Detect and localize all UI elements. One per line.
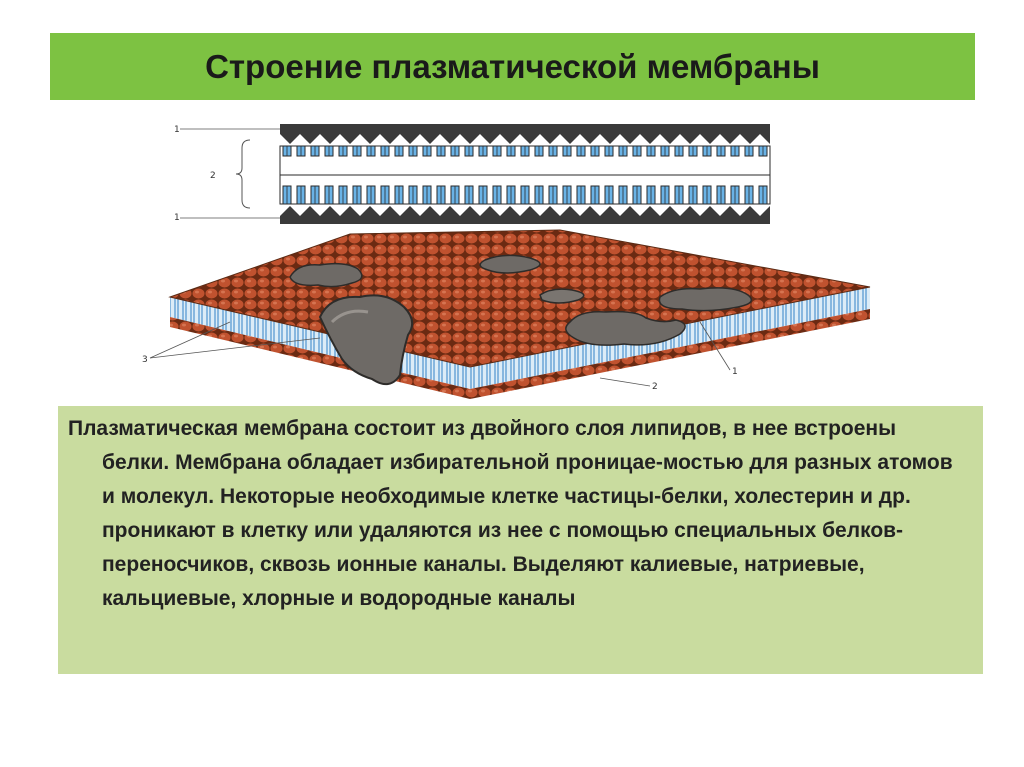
label-bottom-2: 2: [652, 382, 658, 392]
protein-5: [565, 310, 686, 346]
bilayer-schematic: 1 2 1: [174, 124, 771, 224]
label-top-2: 2: [210, 171, 216, 181]
membrane-diagram: 1 2 1 3: [142, 124, 871, 399]
title-bar: Строение плазматической мембраны: [50, 33, 975, 100]
description-box: Плазматическая мембрана состоит из двойн…: [58, 406, 983, 674]
label-bottom-3: 3: [142, 355, 148, 365]
description-text: Плазматическая мембрана состоит из двойн…: [68, 417, 953, 610]
label-bottom-1: 1: [732, 367, 738, 377]
membrane-3d: 3 2 1: [142, 229, 871, 399]
membrane-figure: 1 2 1 3: [140, 112, 910, 402]
protein-4: [658, 287, 753, 312]
label-top-1b: 1: [174, 213, 180, 223]
slide-title: Строение плазматической мембраны: [205, 47, 820, 85]
channel-protein: [318, 294, 414, 386]
protein-2: [479, 254, 541, 274]
protein-1: [289, 262, 363, 288]
protein-3: [539, 288, 585, 304]
label-top-1: 1: [174, 125, 180, 135]
